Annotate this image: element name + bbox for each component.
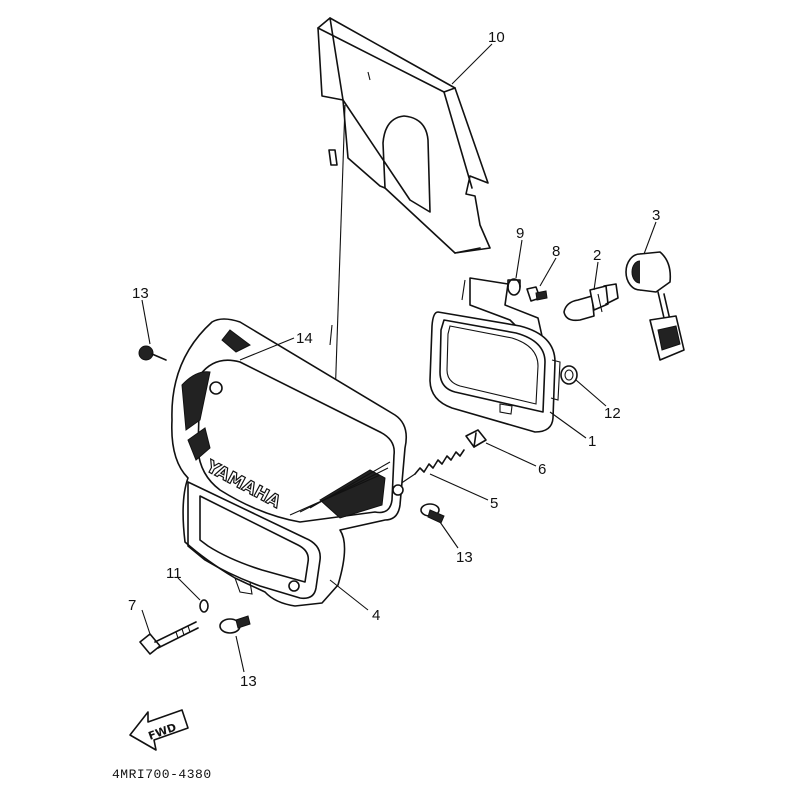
part-11-washer	[199, 599, 209, 613]
callout-13-top: 13	[132, 285, 149, 302]
part-13-bolt-b	[420, 503, 445, 524]
reference-line-2	[329, 324, 333, 346]
callout-13-bottom: 13	[240, 673, 257, 690]
callout-4: 4	[372, 607, 380, 624]
callout-13-mid: 13	[456, 549, 473, 566]
part-4-headlight-cowling	[171, 318, 408, 607]
part-8-screw	[526, 286, 548, 302]
callout-11: 11	[166, 565, 182, 582]
part-10-bracket	[317, 17, 491, 254]
part-2-bulb	[563, 283, 619, 322]
callout-14: 14	[296, 330, 313, 347]
part-1-headlight-unit	[429, 277, 561, 433]
diagram-code: 4MRI700-4380	[112, 767, 212, 782]
callout-12: 12	[604, 405, 621, 422]
part-12-grommet	[560, 365, 578, 385]
callout-9: 9	[516, 225, 524, 242]
callout-labels: 10 3 9 8 2 13 14 12 1 6 5 13 11 4 7 13	[128, 29, 660, 690]
part-9-grommet	[507, 278, 521, 296]
callout-3: 3	[652, 207, 660, 224]
callout-10: 10	[488, 29, 505, 46]
part-7-long-bolt	[139, 621, 199, 655]
part-3-socket	[625, 251, 685, 361]
callout-7: 7	[128, 597, 136, 614]
reference-line	[334, 104, 346, 401]
fwd-arrow-icon: FWD	[129, 709, 189, 751]
callout-5: 5	[490, 495, 498, 512]
callout-2: 2	[593, 247, 601, 264]
leader-lines	[141, 43, 657, 673]
part-6-nut	[465, 429, 487, 448]
part-5-spring	[399, 449, 465, 485]
callout-6: 6	[538, 461, 546, 478]
callout-8: 8	[552, 243, 560, 260]
part-13-bolt-a	[138, 345, 167, 361]
part-13-bolt-c	[219, 615, 251, 634]
callout-1: 1	[588, 433, 596, 450]
